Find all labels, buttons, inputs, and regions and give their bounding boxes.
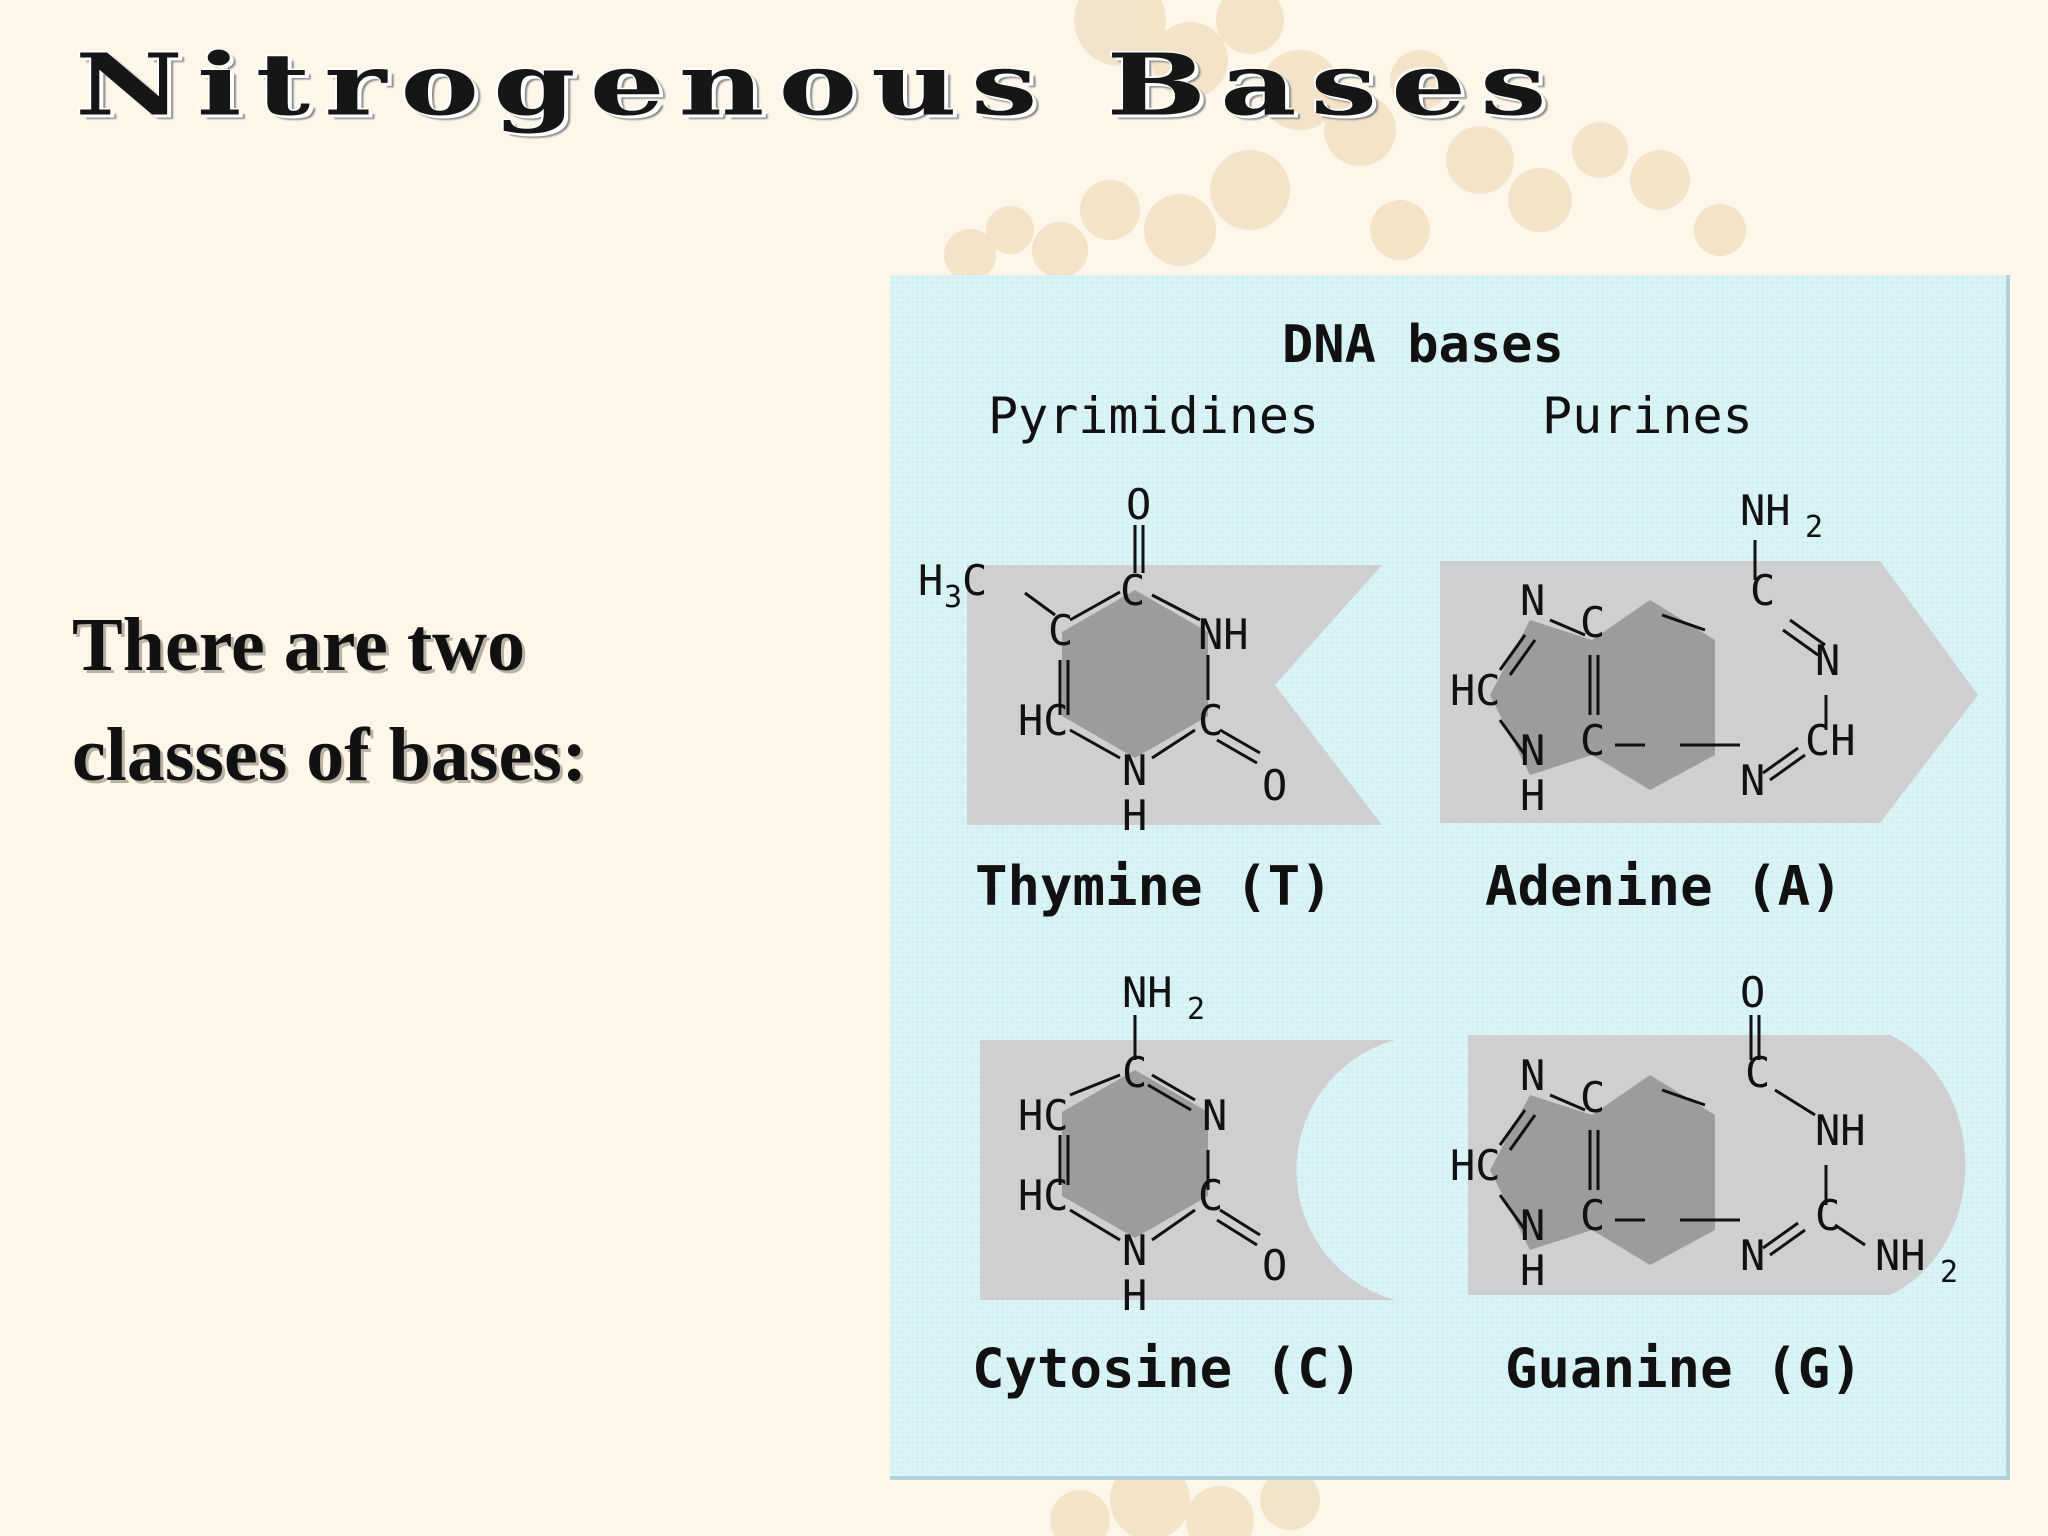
svg-text:C: C	[1580, 716, 1605, 765]
thymine-ring	[1062, 590, 1208, 758]
slide-title: Nitrogenous Bases	[75, 34, 1561, 135]
pyrimidines-label: Pyrimidines	[988, 387, 1320, 445]
cytosine-ring	[1062, 1070, 1208, 1238]
figure-title: DNA bases	[1282, 315, 1564, 375]
guanine-caption: Guanine (G)	[1505, 1337, 1863, 1400]
svg-text:2: 2	[1187, 992, 1205, 1027]
guanine-ring	[1490, 1075, 1715, 1265]
svg-text:O: O	[1126, 480, 1151, 529]
svg-text:HC: HC	[1450, 1141, 1501, 1190]
svg-text:N: N	[1122, 746, 1147, 795]
svg-text:HC: HC	[1018, 696, 1069, 745]
svg-text:HC: HC	[1018, 1091, 1069, 1140]
svg-text:C: C	[1120, 566, 1145, 615]
svg-text:N: N	[1122, 1226, 1147, 1275]
svg-text:N: N	[1520, 1051, 1545, 1100]
svg-text:C: C	[1580, 598, 1605, 647]
thymine-caption: Thymine (T)	[975, 855, 1333, 918]
svg-text:N: N	[1520, 576, 1545, 625]
svg-text:O: O	[1740, 968, 1765, 1017]
svg-text:CH: CH	[1805, 716, 1856, 765]
svg-text:NH: NH	[1875, 1231, 1926, 1280]
svg-text:C: C	[1198, 1171, 1223, 1220]
svg-text:C: C	[1750, 566, 1775, 615]
svg-text:C: C	[1815, 1191, 1840, 1240]
svg-text:H: H	[918, 556, 943, 605]
svg-text:C: C	[1745, 1048, 1770, 1097]
purines-label: Purines	[1542, 387, 1753, 445]
body-text: There are two classes of bases:	[72, 590, 832, 810]
svg-text:O: O	[1262, 1241, 1287, 1290]
svg-text:N: N	[1520, 1201, 1545, 1250]
svg-text:C: C	[962, 556, 987, 605]
svg-text:C: C	[1580, 1191, 1605, 1240]
svg-text:C: C	[1580, 1073, 1605, 1122]
svg-text:NH: NH	[1122, 968, 1173, 1017]
adenine-ring	[1490, 600, 1715, 790]
svg-text:O: O	[1262, 761, 1287, 810]
svg-text:N: N	[1520, 726, 1545, 775]
svg-text:H: H	[1520, 1246, 1545, 1295]
svg-text:N: N	[1202, 1091, 1227, 1140]
svg-text:H: H	[1122, 791, 1147, 840]
svg-text:H: H	[1122, 1271, 1147, 1320]
cytosine-caption: Cytosine (C)	[972, 1337, 1363, 1400]
svg-text:3: 3	[944, 580, 962, 615]
body-line-2: classes of bases:	[72, 713, 588, 797]
svg-text:N: N	[1740, 756, 1765, 805]
svg-text:2: 2	[1805, 510, 1823, 545]
svg-text:NH: NH	[1198, 610, 1249, 659]
svg-text:HC: HC	[1450, 666, 1501, 715]
svg-text:NH: NH	[1740, 486, 1791, 535]
adenine-caption: Adenine (A)	[1485, 855, 1843, 918]
svg-text:H: H	[1520, 771, 1545, 820]
svg-text:N: N	[1740, 1231, 1765, 1280]
svg-text:C: C	[1122, 1048, 1147, 1097]
svg-text:C: C	[1198, 696, 1223, 745]
svg-text:NH: NH	[1815, 1106, 1866, 1155]
svg-text:HC: HC	[1018, 1171, 1069, 1220]
body-line-1: There are two	[72, 603, 526, 687]
svg-text:C: C	[1048, 606, 1073, 655]
svg-text:2: 2	[1940, 1255, 1958, 1290]
svg-text:N: N	[1815, 636, 1840, 685]
